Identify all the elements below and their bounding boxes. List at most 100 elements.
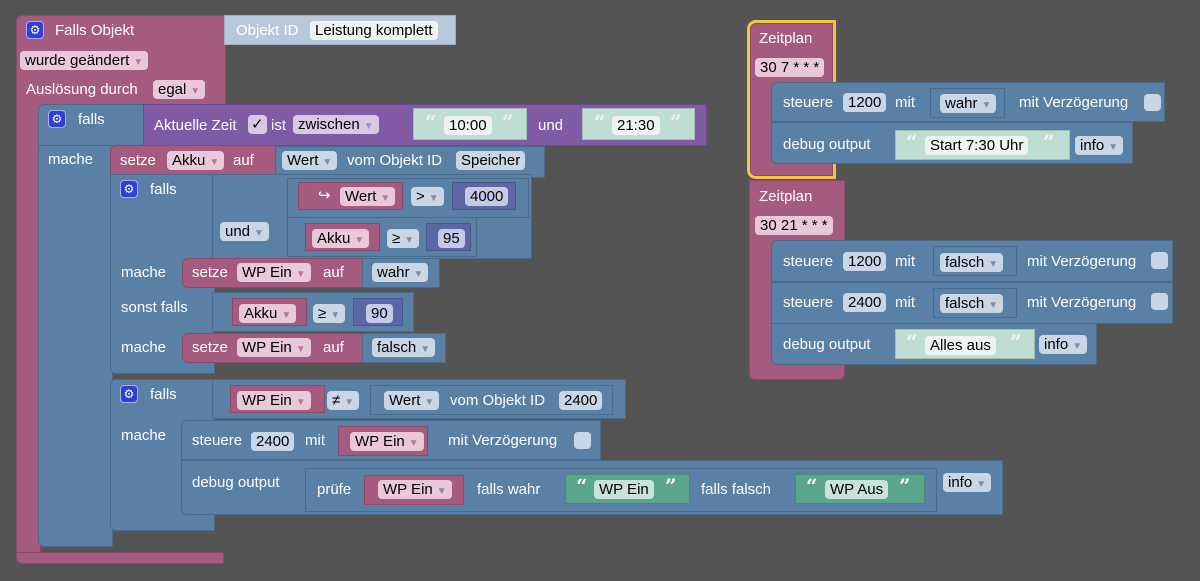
cond3-var-dropdown[interactable]: Akku▼ — [239, 304, 297, 323]
gear-icon[interactable]: ⚙ — [120, 385, 138, 403]
cond3-op-dropdown[interactable]: ≥▼ — [313, 304, 346, 323]
gear-icon[interactable]: ⚙ — [48, 110, 66, 128]
cond2-var-dropdown[interactable]: Akku▼ — [312, 229, 370, 248]
cond2-op-dropdown[interactable]: ≥▼ — [387, 229, 420, 248]
from-time-field[interactable]: 10:00 — [444, 116, 492, 135]
set2-value-dropdown[interactable]: falsch▼ — [372, 338, 436, 357]
mit-label: mit — [895, 253, 915, 270]
steuere-label: steuere — [192, 432, 243, 449]
delay-checkbox[interactable] — [1151, 293, 1168, 310]
chevron-down-icon: ▼ — [424, 397, 435, 408]
chevron-down-icon: ▼ — [436, 486, 447, 497]
chevron-down-icon: ▼ — [981, 100, 992, 111]
level-dropdown[interactable]: info▼ — [943, 473, 992, 492]
auf-label: auf — [233, 152, 254, 169]
chevron-down-icon: ▼ — [408, 438, 419, 449]
second-var-value: WP Ein — [242, 392, 292, 409]
steuere-id-field[interactable]: 1200 — [843, 93, 887, 112]
wert-dropdown[interactable]: Wert▼ — [282, 151, 338, 170]
steuere-id-field[interactable]: 2400 — [251, 432, 295, 451]
level-dropdown[interactable]: info▼ — [1075, 136, 1124, 155]
close-quote-icon: ” — [899, 474, 911, 498]
second-var-dropdown[interactable]: WP Ein▼ — [237, 391, 311, 410]
chevron-down-icon: ▼ — [420, 344, 431, 355]
mode-value: zwischen — [298, 116, 360, 133]
cond2-value-field[interactable]: 95 — [438, 229, 465, 248]
event-block-spine — [16, 105, 41, 560]
debug-text-field[interactable]: Alles aus — [925, 336, 996, 355]
steuere-var-dropdown[interactable]: WP Ein▼ — [350, 432, 424, 451]
chevron-down-icon: ▼ — [190, 86, 201, 97]
set2-var-value: WP Ein — [242, 339, 292, 356]
und-label: und — [538, 117, 564, 134]
trigger-by-dropdown[interactable]: egal▼ — [153, 80, 206, 99]
chevron-down-icon: ▼ — [1072, 341, 1083, 352]
steuere-id-field[interactable]: 2400 — [843, 293, 887, 312]
close-quote-icon: ” — [665, 474, 677, 498]
mit-label: mit — [895, 294, 915, 311]
set2-var-dropdown[interactable]: WP Ein▼ — [237, 338, 311, 357]
chevron-down-icon: ▼ — [988, 300, 999, 311]
cron-field[interactable]: 30 21 * * * — [755, 216, 833, 235]
if-time-spine — [38, 145, 113, 547]
chevron-down-icon: ▼ — [254, 228, 264, 239]
chevron-down-icon: ▼ — [322, 157, 333, 168]
steuere-label: steuere — [783, 94, 834, 111]
cond1-op-value: > — [416, 188, 425, 205]
cond1-value-field[interactable]: 4000 — [465, 187, 509, 206]
chevron-down-icon: ▼ — [344, 397, 355, 408]
trigger-option-dropdown[interactable]: wurde geändert▼ — [20, 51, 149, 70]
false-text-field[interactable]: WP Aus — [825, 480, 889, 499]
set2-value: falsch — [377, 339, 417, 356]
time-checkbox[interactable]: ✓ — [248, 115, 267, 134]
chevron-down-icon: ▼ — [281, 310, 292, 321]
mode-dropdown[interactable]: zwischen▼ — [293, 115, 379, 134]
object-id-field[interactable]: Leistung komplett — [310, 21, 438, 40]
delay-checkbox[interactable] — [1144, 94, 1161, 111]
cron-field[interactable]: 30 7 * * * — [755, 58, 825, 77]
value-dropdown[interactable]: falsch▼ — [940, 294, 1004, 313]
falls-label: falls — [150, 181, 177, 198]
mit-label: mit — [895, 94, 915, 111]
debug-label: debug output — [783, 136, 871, 153]
speicher-field[interactable]: Speicher — [456, 151, 526, 170]
debug-text-field[interactable]: Start 7:30 Uhr — [925, 136, 1029, 155]
close-quote-icon: ” — [502, 110, 514, 134]
to-time-field[interactable]: 21:30 — [612, 116, 660, 135]
steuere-var-value: WP Ein — [355, 433, 405, 450]
cond1-var-dropdown[interactable]: Wert▼ — [340, 187, 396, 206]
event-title: Falls Objekt — [55, 22, 135, 39]
set1-var-dropdown[interactable]: WP Ein▼ — [237, 263, 311, 282]
value-dropdown[interactable]: wahr▼ — [940, 94, 997, 113]
cond1-op-dropdown[interactable]: >▼ — [411, 187, 444, 206]
vom-objekt-label: vom Objekt ID — [450, 392, 546, 409]
open-quote-icon: “ — [594, 110, 606, 134]
akku-var-dropdown[interactable]: Akku▼ — [167, 151, 225, 170]
level-value: info — [1080, 137, 1105, 154]
object-2400-field[interactable]: 2400 — [559, 391, 603, 410]
cond2-var-value: Akku — [317, 230, 351, 247]
chevron-down-icon: ▼ — [330, 310, 341, 321]
chevron-down-icon: ▼ — [295, 344, 306, 355]
akku-var-value: Akku — [172, 152, 206, 169]
open-quote-icon: “ — [425, 110, 437, 134]
gear-icon[interactable]: ⚙ — [26, 21, 44, 39]
second-op-dropdown[interactable]: ≠▼ — [327, 391, 360, 410]
level-dropdown[interactable]: info▼ — [1039, 335, 1088, 354]
logic-dropdown[interactable]: und▼ — [220, 222, 269, 241]
set1-value-dropdown[interactable]: wahr▼ — [372, 263, 429, 282]
pruefe-var-dropdown[interactable]: WP Ein▼ — [378, 480, 452, 499]
delay-checkbox[interactable] — [1151, 252, 1168, 269]
auf-label: auf — [323, 339, 344, 356]
cond3-value-field[interactable]: 90 — [366, 304, 393, 323]
true-text-field[interactable]: WP Ein — [594, 480, 654, 499]
steuere-id-field[interactable]: 1200 — [843, 252, 887, 271]
open-quote-icon: “ — [576, 474, 588, 498]
wert-dropdown[interactable]: Wert▼ — [384, 391, 440, 410]
close-quote-icon: ” — [1043, 130, 1055, 154]
gear-icon[interactable]: ⚙ — [120, 180, 138, 198]
value-dropdown[interactable]: falsch▼ — [940, 253, 1004, 272]
chevron-down-icon: ▼ — [295, 269, 306, 280]
mache-label: mache — [121, 339, 167, 356]
delay-checkbox[interactable] — [574, 432, 591, 449]
